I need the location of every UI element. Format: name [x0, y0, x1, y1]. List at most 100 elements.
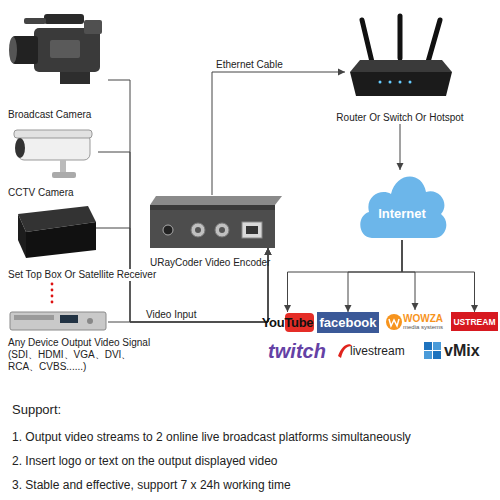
ethernet-socket — [246, 226, 258, 234]
encoder-strip — [150, 205, 275, 210]
bnc-core — [195, 227, 201, 233]
router-light — [409, 81, 412, 84]
connector — [284, 240, 402, 312]
logo-text: media systems — [403, 324, 443, 331]
vmix-icon — [424, 342, 441, 359]
logo-text: YouTube — [262, 315, 314, 330]
cctv-lens — [15, 138, 25, 158]
arrow-head — [284, 305, 291, 312]
cctv-bracket — [60, 160, 66, 174]
router-illustration — [350, 16, 452, 96]
wowza-circle — [386, 314, 402, 330]
node-caption: CCTV Camera — [8, 187, 148, 199]
connector — [402, 240, 478, 312]
camera-panel — [50, 40, 80, 58]
feature-note: 2. Insert logo or text on the output dis… — [12, 454, 278, 468]
connector-line — [348, 240, 402, 312]
encoder-illustration — [150, 196, 282, 248]
platform-logo: vMix — [422, 339, 490, 363]
vmix-square — [424, 351, 432, 359]
cctv-base — [52, 172, 76, 178]
node-caption: Broadcast Camera — [8, 109, 148, 121]
node-caption: Any Device Output Video Signal (SDI、HDMI… — [8, 337, 158, 373]
feature-note: 3. Stable and effective, support 7 x 24h… — [12, 478, 291, 492]
platform-logo: YouTube — [260, 312, 315, 333]
power-jack — [163, 225, 173, 235]
wowza-mark — [389, 319, 399, 326]
platform-logo: facebook — [317, 312, 379, 333]
encoder-front — [150, 205, 275, 248]
continuation-dots — [51, 283, 54, 304]
router-antenna — [428, 20, 440, 62]
cloud-node: Internet — [356, 170, 448, 240]
bnc-port — [191, 223, 205, 237]
platform-logo: livestream — [336, 341, 418, 361]
support-heading: Support: — [12, 403, 61, 417]
logo-text: facebook — [319, 315, 376, 330]
feature-note: 1. Output video streams to 2 online live… — [12, 430, 411, 444]
connector-line — [98, 152, 268, 322]
device-node: CCTV Camera — [8, 128, 98, 180]
arrow-head — [265, 248, 272, 255]
connector-line — [402, 240, 475, 312]
box-front — [26, 222, 96, 258]
encoder-top — [150, 196, 282, 205]
platform-logo: WOWZAmedia systems — [383, 310, 447, 334]
arrow-head — [265, 248, 272, 255]
logo-text: USTREAM — [453, 317, 495, 327]
livestream-swoosh — [338, 344, 352, 358]
arrow-head — [471, 305, 478, 312]
camera-body — [34, 28, 100, 72]
connector-line — [402, 240, 415, 310]
connector — [98, 152, 272, 322]
player-body — [10, 312, 106, 330]
box-side — [18, 214, 26, 258]
arrow-head — [265, 248, 272, 255]
logo-text: livestream — [350, 344, 405, 358]
cctv-hood — [14, 130, 92, 138]
cloud-shape — [356, 170, 448, 240]
router-top — [350, 60, 452, 72]
connector-line — [108, 80, 268, 322]
logo-text: vMix — [444, 342, 480, 360]
ethernet-port — [242, 222, 262, 238]
logo-text: WOWZA — [403, 313, 443, 324]
dvd-player-illustration — [10, 312, 106, 330]
platform-logo: twitch — [262, 338, 332, 364]
connector-line — [212, 72, 345, 195]
camera-mic — [24, 18, 46, 24]
edge-label: Ethernet Cable — [216, 58, 283, 72]
connector — [212, 69, 345, 196]
device-node: Broadcast Camera — [8, 8, 108, 88]
device-node: Set Top Box Or Satellite Receiver — [8, 205, 96, 257]
bnc-core — [219, 227, 225, 233]
node-caption: Set Top Box Or Satellite Receiver — [8, 269, 156, 281]
logo-text: twitch — [268, 340, 326, 363]
dot — [51, 295, 54, 298]
connector — [108, 248, 272, 322]
dot — [51, 283, 54, 286]
platform-logo: USTREAM — [451, 312, 498, 331]
router-antenna — [362, 20, 372, 62]
cctv-camera-illustration — [14, 130, 92, 178]
connector — [108, 80, 272, 322]
router-antenna — [398, 16, 403, 58]
node-caption: Router Or Switch Or Hotspot — [335, 112, 465, 124]
dot — [51, 301, 54, 304]
wowza-icon — [386, 314, 402, 330]
arrow-head — [345, 305, 352, 312]
router-node: Router Or Switch Or Hotspot — [345, 18, 455, 124]
node-caption: Internet — [356, 208, 448, 220]
connector — [397, 124, 404, 170]
edge-label: Video Input — [146, 308, 196, 322]
dot — [51, 289, 54, 292]
camera-lens-front — [9, 37, 17, 63]
bnc-port — [215, 223, 229, 237]
camera-viewfinder — [84, 20, 102, 34]
vmix-square — [433, 351, 441, 359]
device-node: Any Device Output Video Signal (SDI、HDMI… — [8, 308, 108, 332]
